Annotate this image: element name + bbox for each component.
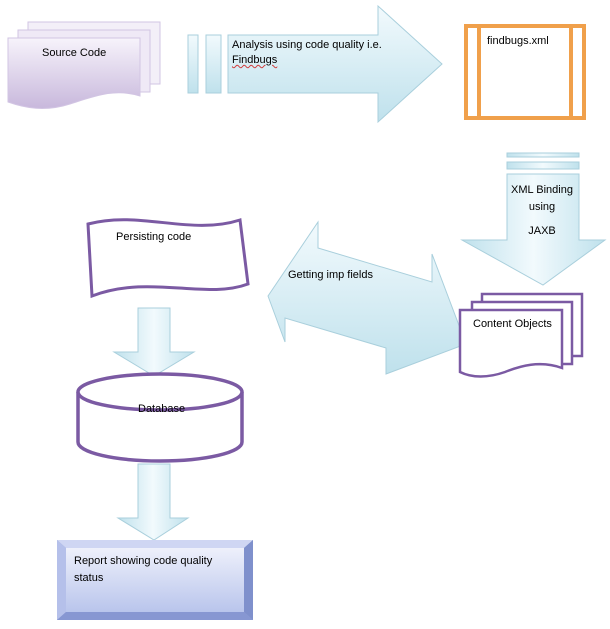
xml-binding-arrow bbox=[460, 152, 607, 286]
source-code-label: Source Code bbox=[42, 47, 107, 59]
xml-binding-label-line1: XML Binding bbox=[511, 184, 573, 196]
findbugs-xml-shape bbox=[464, 24, 586, 120]
xml-binding-label-line3: JAXB bbox=[528, 225, 556, 237]
analysis-arrow-tail-stripes bbox=[187, 34, 222, 94]
persist-to-database-arrow bbox=[112, 307, 196, 377]
getting-imp-fields-label: Getting imp fields bbox=[288, 269, 373, 281]
persisting-code-shape bbox=[86, 218, 250, 299]
report-label-line2: status bbox=[74, 572, 104, 584]
database-label: Database bbox=[138, 403, 186, 415]
persisting-code-label: Persisting code bbox=[116, 231, 192, 243]
report-label-line1: Report showing code quality bbox=[74, 555, 213, 567]
content-objects-shape bbox=[458, 292, 584, 378]
source-code-shape bbox=[7, 21, 161, 109]
content-objects-label: Content Objects bbox=[473, 318, 552, 330]
getting-imp-fields-arrow bbox=[267, 220, 467, 375]
analysis-label-line1: Analysis using code quality i.e. bbox=[232, 39, 382, 51]
report-shape bbox=[57, 540, 253, 620]
database-shape bbox=[76, 372, 244, 463]
xml-binding-label-line2: using bbox=[528, 201, 556, 213]
analysis-arrow bbox=[227, 4, 443, 124]
analysis-label-line2: Findbugs bbox=[232, 54, 278, 66]
findbugs-xml-label: findbugs.xml bbox=[487, 35, 549, 47]
database-to-report-arrow bbox=[116, 463, 190, 541]
